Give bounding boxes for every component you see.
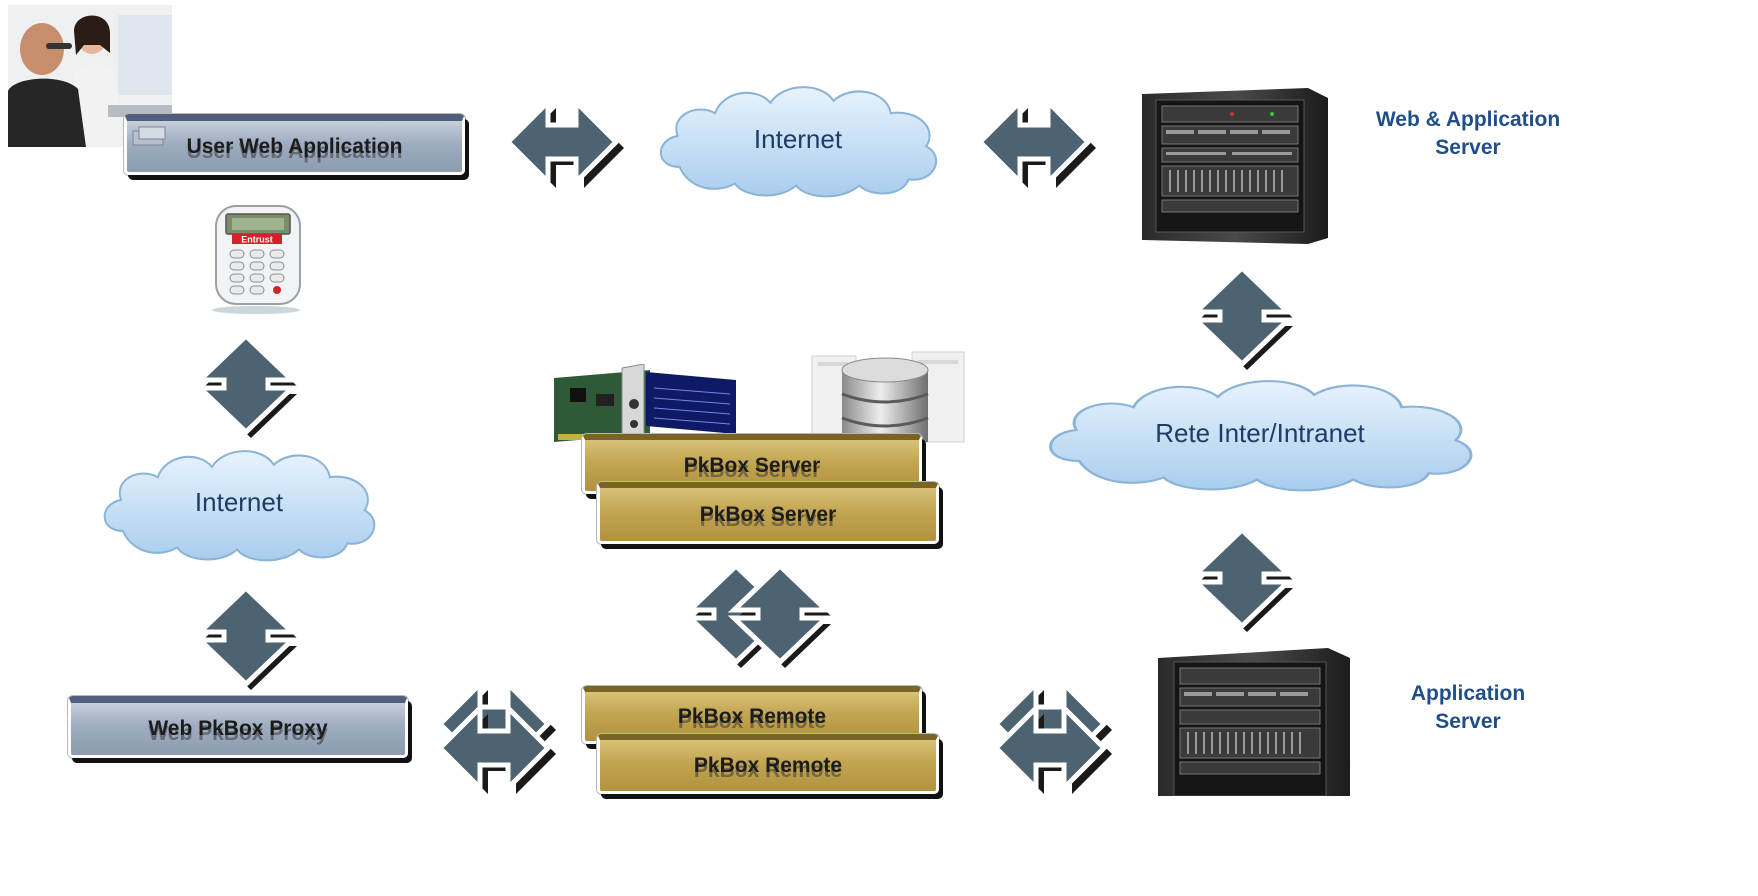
pkbox-server-box-2: PkBox Server PkBox Server [597, 482, 939, 544]
server-rack-icon [1132, 84, 1332, 244]
user-photo [8, 5, 172, 147]
token-device-icon: Entrust [206, 204, 308, 316]
app-server-label-line2: Server [1435, 710, 1501, 733]
app-server-label-line1: Application [1410, 682, 1526, 705]
web-pkbox-proxy-label: Web PkBox Proxy Web PkBox Proxy [148, 717, 328, 745]
user-web-application-box: User Web Application User Web Applicatio… [124, 114, 465, 175]
pkbox-server-label-2: PkBox Server PkBox Server [699, 502, 837, 531]
pkbox-server-label-1: PkBox Server PkBox Server [683, 453, 821, 482]
server-rack-icon-app [1152, 644, 1352, 797]
cloud-rete-label: Rete Inter/Intranet [1155, 418, 1365, 448]
arrow-server-rete [1190, 268, 1300, 368]
arrow-rete-appserver [1190, 530, 1300, 630]
token-brand-label: Entrust [241, 235, 273, 245]
cloud-internet-top-label: Internet [753, 124, 843, 154]
arrow-user-internet [508, 100, 628, 190]
pkbox-remote-box-2: PkBox Remote PkBox Remote [597, 734, 939, 794]
pkbox-remote-label-1: PkBox Remote PkBox Remote [677, 704, 827, 733]
pkbox-remote-label-2: PkBox Remote PkBox Remote [693, 753, 843, 782]
arrow-token-internet [194, 336, 304, 436]
arrow-remote-appserver [996, 706, 1116, 796]
cloud-internet-left-label: Internet [194, 487, 284, 517]
arrow-internet-proxy [194, 588, 304, 688]
arrow-internet-server [980, 100, 1100, 190]
web-app-server-label-line2: Server [1435, 136, 1501, 159]
app-icon [131, 125, 171, 149]
app-server-label: Application Server [1368, 680, 1568, 736]
user-web-application-label: User Web Application User Web Applicatio… [186, 134, 403, 163]
web-app-server-label-line1: Web & Application [1375, 108, 1561, 131]
arrow-proxy-remote [440, 706, 560, 796]
arrow-server-remote-2 [728, 566, 838, 666]
web-app-server-label: Web & Application Server [1368, 106, 1568, 162]
web-pkbox-proxy-box: Web PkBox Proxy Web PkBox Proxy [68, 696, 408, 758]
database-icon [808, 348, 968, 448]
